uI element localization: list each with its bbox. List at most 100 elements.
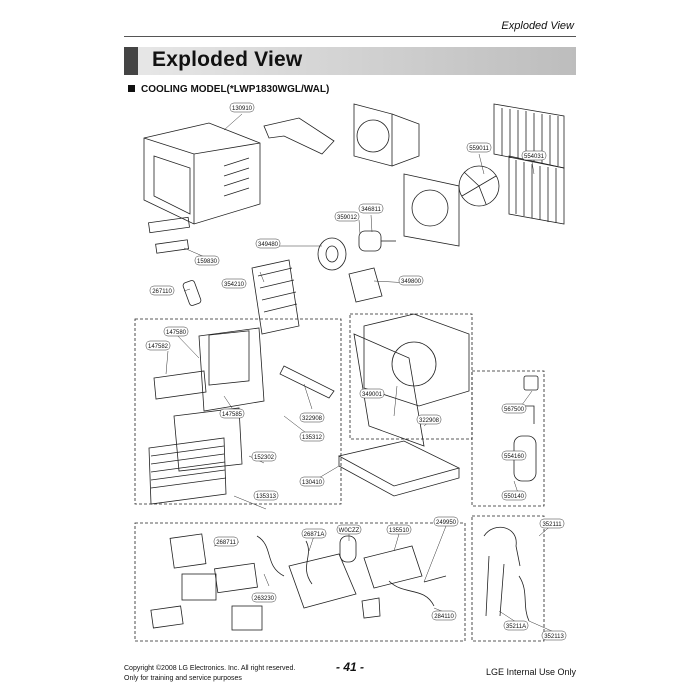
callout-label: 346811 xyxy=(361,207,381,213)
callout-284110: 284110 xyxy=(431,610,457,621)
group-box-base xyxy=(349,313,473,440)
callout-label: 147580 xyxy=(166,330,187,336)
callout-label: 267110 xyxy=(152,289,172,295)
model-subtitle: COOLING MODEL(*LWP1830WGL/WAL) xyxy=(128,84,329,95)
motor-drawing xyxy=(358,230,396,252)
front-frame-drawing xyxy=(198,327,265,412)
title-band xyxy=(124,47,576,75)
exploded-view-diagram: 130910 559011 554031 346811 359012 34948… xyxy=(134,102,567,642)
part-callouts: 130910 559011 554031 346811 359012 34948… xyxy=(145,102,567,641)
terminal-block-drawing xyxy=(361,597,381,619)
callout-label: 349001 xyxy=(362,392,383,398)
rear-shroud-drawing xyxy=(353,103,420,167)
callout-322908b: 322908 xyxy=(416,414,442,425)
title-accent-bar xyxy=(124,47,138,75)
callout-130910: 130910 xyxy=(229,102,255,113)
header-rule xyxy=(124,36,576,37)
callout-label: 26871A xyxy=(304,532,325,538)
callout-152302: 152302 xyxy=(251,451,277,462)
callout-label: 359012 xyxy=(337,215,358,221)
top-bracket-drawing xyxy=(263,117,335,155)
control-plate-drawing xyxy=(148,216,190,234)
callout-263230: 263230 xyxy=(251,592,277,603)
callout-label: 567500 xyxy=(504,407,525,413)
callout-label: 550140 xyxy=(504,494,525,500)
callout-label: 147585 xyxy=(222,412,243,418)
section-header-label: Exploded View xyxy=(501,20,574,32)
capacitor-drawing xyxy=(339,535,357,563)
callout-label: 147582 xyxy=(148,344,169,350)
callout-label: 349480 xyxy=(258,242,279,248)
cabinet-drawing xyxy=(143,122,261,225)
model-subtitle-text: COOLING MODEL(*LWP1830WGL/WAL) xyxy=(141,84,330,95)
callout-W0CZZ: W0CZZ xyxy=(336,524,362,535)
display-panel-drawing xyxy=(181,573,217,601)
callout-147580: 147580 xyxy=(163,326,189,337)
group-box-front-panel xyxy=(134,318,342,505)
callout-135510: 135510 xyxy=(386,524,412,535)
callout-label: 559011 xyxy=(469,146,489,152)
callout-349800: 349800 xyxy=(398,275,424,286)
callout-135313: 135313 xyxy=(253,490,279,501)
callout-label: 349800 xyxy=(401,279,422,285)
control-box-drawing xyxy=(288,553,357,609)
wire-harness-drawing xyxy=(256,535,447,607)
callout-label: 268711 xyxy=(216,540,236,546)
callout-label: 130410 xyxy=(302,480,323,486)
cover-drawing xyxy=(363,545,423,589)
bullet-icon xyxy=(128,85,135,92)
callout-label: 135510 xyxy=(389,528,410,534)
callout-249950: 249950 xyxy=(433,516,459,527)
page-number: - 41 - xyxy=(335,660,364,674)
callout-267110: 267110 xyxy=(149,285,175,296)
rail-drawing xyxy=(279,365,335,399)
footer-copyright: Copyright ©2008 LG Electronics. Inc. All… xyxy=(124,665,296,672)
callout-label: 159830 xyxy=(197,259,218,265)
page-title: Exploded View xyxy=(152,48,303,71)
callout-label: 322908 xyxy=(419,418,440,424)
callout-567500: 567500 xyxy=(501,403,527,414)
shroud-front-drawing xyxy=(403,173,460,247)
callout-147582: 147582 xyxy=(145,340,171,351)
pipe-assembly-drawing xyxy=(483,526,530,622)
footer-copyright-block: Copyright ©2008 LG Electronics. Inc. All… xyxy=(124,664,295,684)
callout-550140: 550140 xyxy=(501,490,527,501)
control-module-drawing xyxy=(214,562,258,594)
callout-554160: 554160 xyxy=(501,450,527,461)
callout-349480: 349480 xyxy=(255,238,281,249)
callout-label: 249950 xyxy=(436,520,457,526)
control-panel-drawing xyxy=(231,605,263,631)
base-drawing xyxy=(337,440,461,497)
callout-label: 130910 xyxy=(232,106,253,112)
callout-554031: 554031 xyxy=(521,150,547,161)
callout-130410: 130410 xyxy=(299,476,325,487)
callout-label: 152302 xyxy=(254,455,275,461)
group-box-piping xyxy=(471,515,545,642)
callout-label: 554031 xyxy=(524,154,545,160)
callout-354210: 354210 xyxy=(221,278,247,289)
evaporator-coil-drawing xyxy=(508,155,565,225)
callout-label: 322908 xyxy=(302,416,323,422)
callout-label: 135312 xyxy=(302,435,323,441)
control-board-drawing xyxy=(155,239,189,254)
callout-559011: 559011 xyxy=(466,142,492,153)
callout-35211A: 35211A xyxy=(503,620,529,631)
callout-147585: 147585 xyxy=(219,408,245,419)
pcb-drawing xyxy=(169,533,207,569)
callout-159830: 159830 xyxy=(194,255,220,266)
callout-label: W0CZZ xyxy=(339,528,360,534)
callout-352111: 352111 xyxy=(539,518,565,529)
callout-346811: 346811 xyxy=(358,203,384,214)
callout-322908: 322908 xyxy=(299,412,325,423)
callout-352113: 352113 xyxy=(541,630,567,641)
fan-drawing xyxy=(458,165,500,207)
base-pan-drawing xyxy=(353,313,470,447)
footer-internal: LGE Internal Use Only xyxy=(485,667,576,677)
callout-135312: 135312 xyxy=(299,431,325,442)
footer-usage: Only for training and service purposes xyxy=(124,675,242,682)
compressor-drawing xyxy=(513,375,539,482)
callout-label: 554160 xyxy=(504,454,525,460)
callout-label: 284110 xyxy=(434,614,454,620)
callout-268711: 268711 xyxy=(213,536,239,547)
motor-mount-drawing xyxy=(348,267,383,303)
